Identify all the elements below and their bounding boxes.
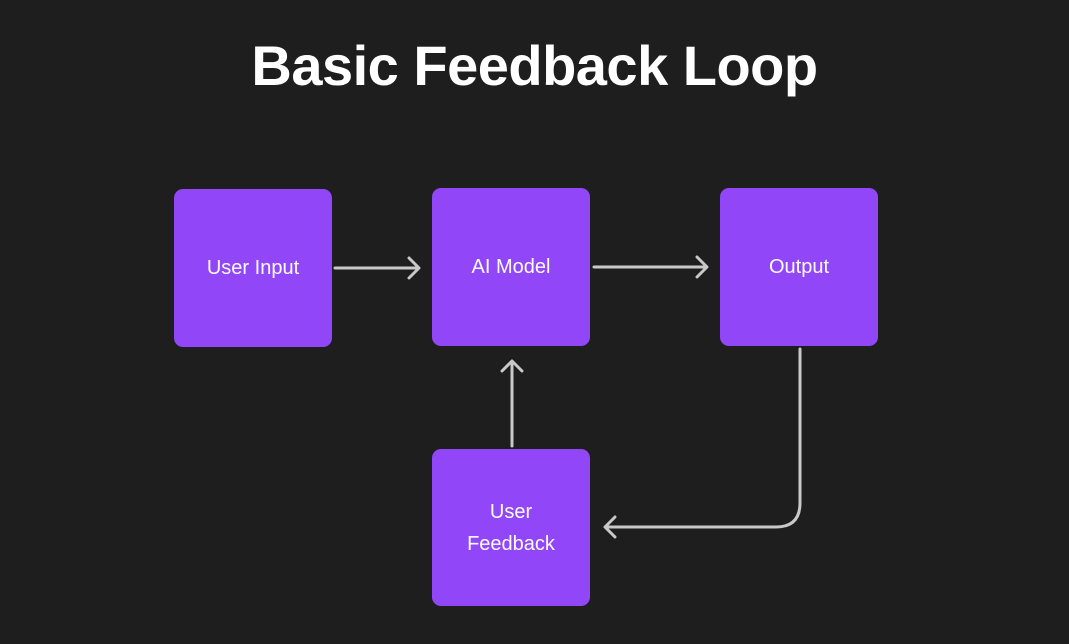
diagram-title: Basic Feedback Loop <box>251 34 818 97</box>
node-user-feedback: User Feedback <box>432 449 590 606</box>
node-ai-model: AI Model <box>432 188 590 346</box>
node-user-input-label: User Input <box>206 257 300 279</box>
node-user-input: User Input <box>174 189 332 347</box>
edge-output-to-user-feedback <box>603 347 802 539</box>
node-ai-model-label: AI Model <box>471 256 551 278</box>
node-user-feedback-label: User Feedback <box>467 500 555 555</box>
node-output-label: Output <box>768 256 830 278</box>
node-output: Output <box>720 188 878 346</box>
